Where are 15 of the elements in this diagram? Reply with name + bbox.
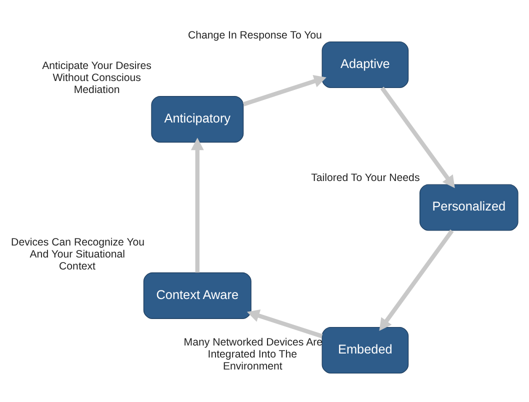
arrow (379, 229, 454, 330)
node-label: Anticipate Your Desires Without Conscious Mediation (42, 59, 152, 96)
arrow (190, 137, 204, 272)
node-box: Anticipatory (151, 95, 244, 142)
node-label: Many Networked Devices Are Integrated Into The Environment (184, 336, 323, 372)
node-label: Tailored To Your Needs (311, 172, 420, 184)
arrow (242, 74, 326, 106)
node-box: Context Aware (143, 272, 252, 319)
node-box: Personalized (419, 184, 518, 230)
node-label: Change In Response To You (188, 28, 322, 41)
node-label: Devices Can Recognize You And Your Situational Context (11, 236, 145, 272)
node-box: Adaptive (322, 40, 409, 88)
node-box: Embeded (322, 326, 409, 374)
arrow (246, 308, 323, 338)
arrow (380, 86, 455, 188)
